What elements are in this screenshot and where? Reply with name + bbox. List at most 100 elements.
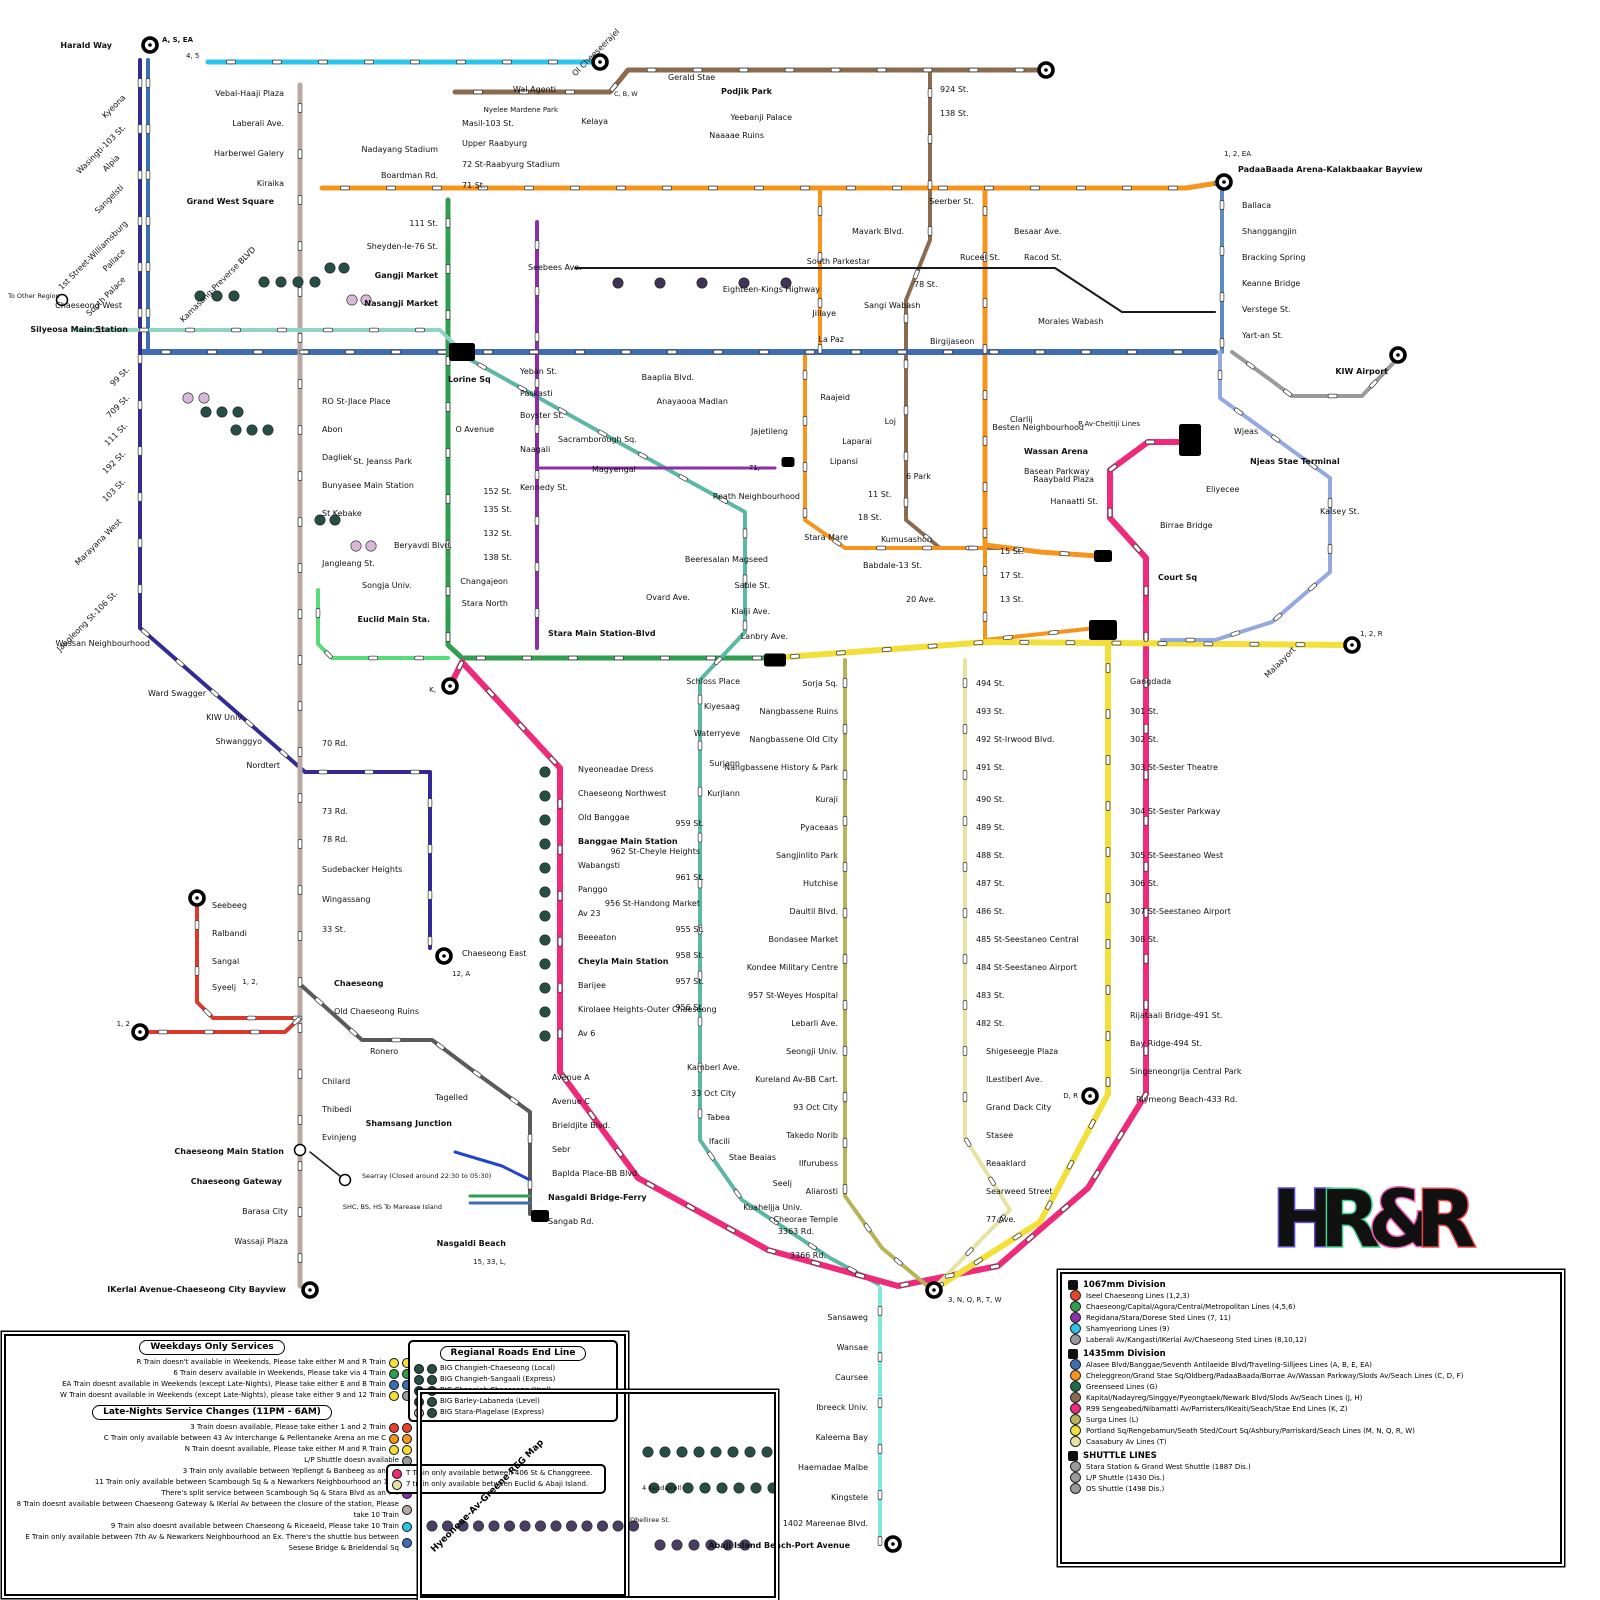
shuttle-stop-dot <box>246 424 258 436</box>
station-label: Boardman Rd. <box>381 171 438 180</box>
station-marker <box>137 538 143 548</box>
station-marker <box>697 694 703 705</box>
station-marker <box>927 134 933 144</box>
station-marker <box>1092 1170 1101 1180</box>
station-label: Birrae Bridge <box>1160 521 1213 530</box>
station-label: Singeneongrija Central Park <box>1130 1067 1242 1076</box>
station-label: 957 St-Weyes Hospital <box>748 991 838 1000</box>
logo-letter-2: & <box>1368 1175 1436 1265</box>
station-label: Stara Mare <box>804 533 848 542</box>
station-marker <box>855 1272 865 1279</box>
legend-line-text: Surga Lines (L) <box>1086 1415 1139 1424</box>
station-label: Kumusashon <box>881 535 932 544</box>
legend-line-row: Caasabury Av Lines (T) <box>1070 1436 1554 1447</box>
station-label: 78 St. <box>914 280 937 289</box>
line-periwinkle <box>1160 350 1332 642</box>
shuttle-stop-dot <box>350 540 362 552</box>
station-marker <box>524 185 534 191</box>
station-marker <box>697 970 703 981</box>
shuttle-stop-dot <box>739 1539 751 1551</box>
station-marker <box>145 262 151 272</box>
latenight-rule-text: 8 Train doesnt available between Chaeseo… <box>16 1500 399 1519</box>
station-label: Lipansi <box>830 457 858 466</box>
latenight-rule-row: L/P Shuttle doesn available <box>12 1455 412 1466</box>
line-orange-diag <box>983 546 1098 642</box>
station-marker <box>842 1000 848 1010</box>
legend-line-text: OS Shuttle (1498 Dis.) <box>1086 1484 1165 1493</box>
shuttle-stop-dot <box>365 540 377 552</box>
reg-map-inset-box: Hyeoneae-Av-Greene REG Map <box>420 1392 776 1598</box>
weekday-rule-text: EA Train doesnt available in Weekends (e… <box>62 1380 386 1388</box>
station-marker <box>962 1092 968 1102</box>
shuttle-stop-dot <box>457 1520 469 1532</box>
station-marker <box>1143 907 1149 918</box>
station-label: Ibreeck Univ. <box>816 1403 868 1412</box>
shuttle-stop-dot <box>309 276 321 288</box>
station-label: Bay Ridge-494 St. <box>1130 1039 1202 1048</box>
station-marker <box>145 308 151 318</box>
legend-line-row: Surga Lines (L) <box>1070 1414 1554 1425</box>
open-station-circle <box>293 1143 307 1157</box>
shuttle-stop-dot <box>441 1520 453 1532</box>
station-label: Wassan Neighbourhood <box>55 639 150 648</box>
station-label: Thibedi <box>321 1105 351 1114</box>
station-label: Nangbassene Old City <box>749 735 838 744</box>
station-marker <box>587 1110 596 1120</box>
station-marker <box>161 349 171 355</box>
station-marker <box>1025 1233 1035 1243</box>
station-marker <box>790 653 800 659</box>
station-marker <box>877 1444 883 1454</box>
latenight-rule-text: 3 Train only available between Yepllengt… <box>182 1467 399 1475</box>
station-label: Barasa City <box>242 1207 288 1216</box>
station-label: Shwanggyo <box>216 737 263 746</box>
station-marker <box>297 195 303 205</box>
station-label: Basean Parkway <box>1024 467 1090 476</box>
station-label: Harald Way <box>60 41 112 50</box>
station-marker <box>297 655 303 665</box>
station-label: Nangbassene Ruins <box>759 707 838 716</box>
station-label: Av 6 <box>578 1029 595 1038</box>
station-label: Cheorae Temple <box>773 1215 838 1224</box>
station-marker <box>1143 953 1149 964</box>
station-label: Wansae <box>837 1343 868 1352</box>
station-label: Ifacili <box>709 1137 730 1146</box>
station-label: 482 St. <box>976 1019 1005 1028</box>
shuttle-stop-dot <box>216 406 228 418</box>
legend-line-color-dot <box>1070 1381 1081 1392</box>
station-label: Masil-103 St. <box>462 119 514 128</box>
station-marker <box>903 359 909 370</box>
station-label: Malaayort <box>1263 645 1298 680</box>
station-marker <box>922 67 933 73</box>
line-color-dot <box>402 1422 412 1433</box>
shuttle-stop-dot <box>503 1520 515 1532</box>
line-olive-l <box>843 658 932 1290</box>
station-marker <box>410 769 420 775</box>
station-marker <box>483 349 493 355</box>
station-marker <box>1217 370 1223 380</box>
legend-line-row: Cheleggreon/Grand Stae Sq/Oldberg/PadaaB… <box>1070 1370 1554 1381</box>
station-label: Wal Agenti <box>513 85 556 94</box>
station-marker <box>324 650 333 659</box>
logo-letter-0: H <box>1272 1175 1337 1265</box>
station-marker <box>597 429 608 438</box>
line-lightgreen-6 <box>316 588 450 660</box>
station-marker <box>575 349 585 355</box>
shuttle-stop-dot <box>750 1482 762 1494</box>
station-label: KIW Airport <box>1335 367 1388 376</box>
station-marker <box>851 349 861 355</box>
station-marker <box>1116 1130 1125 1141</box>
station-label: 924 St. <box>940 85 969 94</box>
station-label: Raaybald Plaza <box>1033 475 1094 484</box>
station-marker <box>697 878 703 889</box>
shuttle-stop-dot <box>550 1520 562 1532</box>
station-label: C, B, W <box>614 90 638 98</box>
interchange-hub <box>764 653 786 667</box>
station-marker <box>456 59 466 65</box>
line-color-dot <box>392 1479 402 1490</box>
station-marker <box>982 612 988 622</box>
terminal-dot <box>932 1288 936 1292</box>
line-blue-bottom <box>453 1150 532 1182</box>
station-marker <box>1002 634 1013 641</box>
shuttle-stop-dot <box>612 1520 624 1532</box>
